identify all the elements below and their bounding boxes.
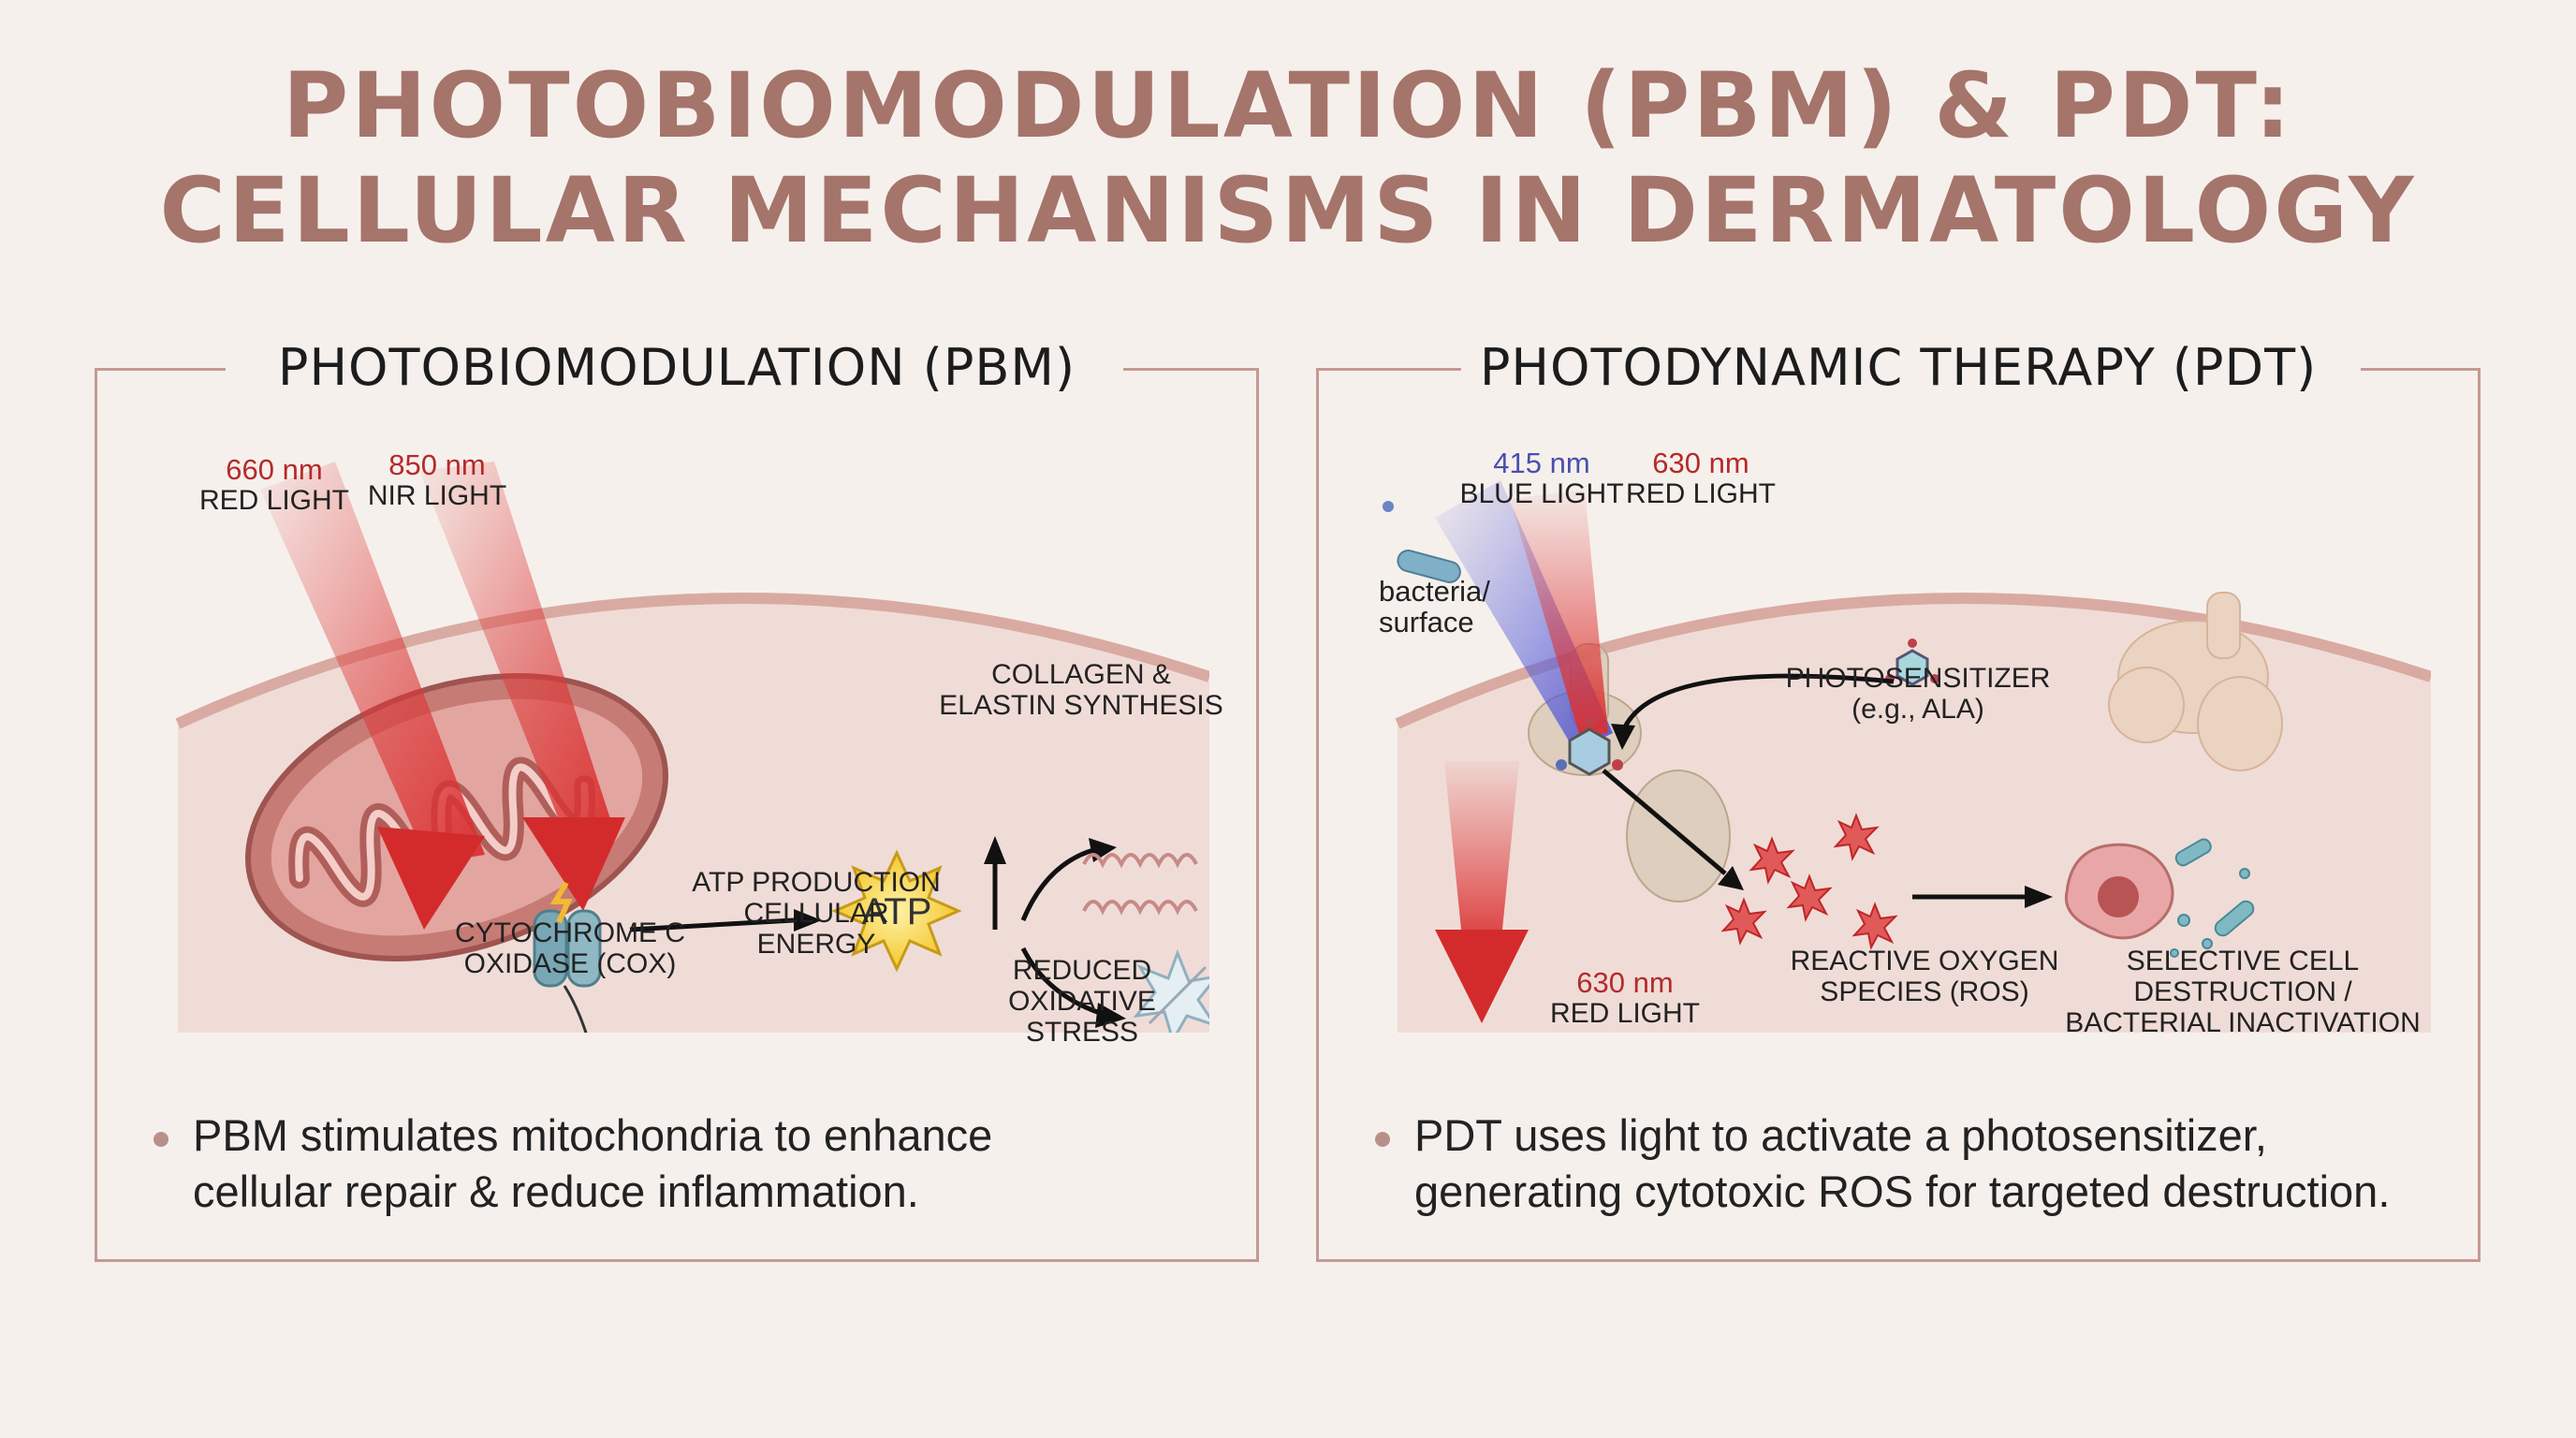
deep-red-text: RED LIGHT xyxy=(1549,998,1701,1029)
cox-label-line-1: CYTOCHROME C xyxy=(454,917,686,948)
pdt-red-light-wavelength: 630 nm xyxy=(1652,447,1749,479)
oxidative-label-line-2: OXIDATIVE xyxy=(1008,986,1156,1017)
oxidative-burst xyxy=(1133,948,1209,1033)
atp-production-label: ATP PRODUCTION CELLULAR ENERGY xyxy=(692,867,941,960)
pbm-summary-line-2: cellular repair & reduce inflammation. xyxy=(193,1167,919,1216)
pbm-illustration: ATP xyxy=(148,424,1209,1033)
atp-label-line-2: CELLULAR xyxy=(743,898,889,929)
collagen-label: COLLAGEN & ELASTIN SYNTHESIS xyxy=(939,659,1222,721)
bacteria-label-line-2: surface xyxy=(1379,606,1474,638)
ros-label: REACTIVE OXYGEN SPECIES (ROS) xyxy=(1791,946,2059,1007)
collagen-label-line-2: ELASTIN SYNTHESIS xyxy=(939,690,1223,721)
atp-star: ATP xyxy=(831,849,962,973)
atp-label-line-3: ENERGY xyxy=(756,929,876,960)
atp-badge-label: ATP xyxy=(862,891,932,932)
pdt-summary-line-2: generating cytotoxic ROS for targeted de… xyxy=(1414,1167,2391,1216)
bacteria-surface-label: bacteria/ surface xyxy=(1379,576,1490,638)
pbm-summary-line-1: PBM stimulates mitochondria to enhance xyxy=(193,1110,993,1160)
arrow-to-oxidative xyxy=(1020,946,1104,1017)
skin-gland-right xyxy=(2108,592,2283,771)
blue-light-wavelength: 415 nm xyxy=(1493,447,1590,479)
pdt-diagram-svg xyxy=(1383,480,2431,1033)
arrow-to-ros xyxy=(1602,769,1727,875)
ros-label-line-1: REACTIVE OXYGEN xyxy=(1790,946,2059,976)
pdt-panel: PHOTODYNAMIC THERAPY (PDT) xyxy=(1316,338,2481,1262)
pdt-heading: PHOTODYNAMIC THERAPY (PDT) xyxy=(1479,338,2318,397)
photosensitizer-label: PHOTOSENSITIZER (e.g., ALA) xyxy=(1786,663,2051,725)
destruction-label-line-3: BACTERIAL INACTIVATION xyxy=(2065,1007,2421,1038)
atp-label-line-1: ATP PRODUCTION xyxy=(692,867,941,898)
arrow-to-atp xyxy=(629,917,795,932)
destruction-label-line-2: DESTRUCTION / xyxy=(2133,976,2352,1007)
nir-light-label: 850 nm NIR LIGHT xyxy=(368,449,506,511)
cox-label-line-2: OXIDASE (COX) xyxy=(463,948,677,979)
red-light-beam xyxy=(260,462,485,864)
red-light-wavelength: 660 nm xyxy=(226,453,323,486)
pdt-red-light-text: RED LIGHT xyxy=(1625,478,1777,509)
main-title-line-2: CELLULAR MECHANISMS IN DERMATOLOGY xyxy=(159,158,2417,263)
pdt-illustration xyxy=(1369,424,2431,1033)
pbm-diagram-svg: ATP xyxy=(175,462,1209,1033)
pdt-summary: PDT uses light to activate a photosensit… xyxy=(1375,1108,2390,1220)
surface-bacterium-icon xyxy=(1383,501,1461,583)
bullet-dot xyxy=(1375,1132,1390,1147)
nir-light-wavelength: 850 nm xyxy=(388,448,486,481)
red-light-text: RED LIGHT xyxy=(198,485,350,516)
photosensitizer-label-line-1: PHOTOSENSITIZER xyxy=(1785,663,2051,694)
photosensitizer-arrow xyxy=(1619,673,1895,734)
cox-protein xyxy=(533,881,602,988)
cox-pointer xyxy=(563,985,588,1033)
pbm-skin-surface xyxy=(175,593,1209,729)
oxidative-label-line-1: REDUCED xyxy=(1012,955,1152,986)
cox-label: CYTOCHROME C OXIDASE (COX) xyxy=(455,917,685,979)
destruction-label: SELECTIVE CELL DESTRUCTION / BACTERIAL I… xyxy=(2065,946,2421,1038)
deep-red-light-label: 630 nm RED LIGHT xyxy=(1550,967,1700,1029)
pbm-summary: PBM stimulates mitochondria to enhance c… xyxy=(154,1108,992,1220)
pdt-red-light-label: 630 nm RED LIGHT xyxy=(1626,448,1776,509)
nir-light-arrowhead xyxy=(522,817,625,911)
blue-light-label: 415 nm BLUE LIGHT xyxy=(1459,448,1623,509)
main-title-line-1: PHOTOBIOMODULATION (PBM) & PDT: xyxy=(282,53,2294,158)
surface-red-light-beam xyxy=(1510,490,1608,738)
pbm-panel: PHOTOBIOMODULATION (PBM) xyxy=(95,338,1259,1262)
destroyed-cell xyxy=(2064,843,2174,940)
ros-bursts xyxy=(1720,813,1898,950)
ros-label-line-2: SPECIES (ROS) xyxy=(1820,976,2029,1007)
deep-red-light-beam xyxy=(1444,761,1519,948)
photosensitizer-molecule xyxy=(1556,716,1623,776)
red-light-arrowhead xyxy=(377,827,485,930)
bacteria-label-line-1: bacteria/ xyxy=(1379,575,1490,608)
pdt-summary-line-1: PDT uses light to activate a photosensit… xyxy=(1414,1110,2267,1160)
nir-light-beam xyxy=(419,462,616,845)
bacteria-fragments xyxy=(2170,838,2255,958)
nir-light-text: NIR LIGHT xyxy=(367,480,507,511)
collagen-fibers xyxy=(1082,853,1198,916)
arrow-to-collagen xyxy=(1020,847,1094,921)
red-light-label: 660 nm RED LIGHT xyxy=(199,454,349,516)
pbm-heading: PHOTOBIOMODULATION (PBM) xyxy=(277,338,1076,397)
oxidative-label-line-3: STRESS xyxy=(1025,1017,1139,1048)
blue-light-text: BLUE LIGHT xyxy=(1459,478,1624,509)
photosensitizer-label-line-2: (e.g., ALA) xyxy=(1852,694,1984,725)
deep-red-arrowhead xyxy=(1435,930,1529,1023)
oxidative-stress-label: REDUCED OXIDATIVE STRESS xyxy=(1008,955,1156,1048)
bullet-dot xyxy=(154,1132,168,1147)
destruction-label-line-1: SELECTIVE CELL xyxy=(2126,946,2360,976)
collagen-label-line-1: COLLAGEN & xyxy=(991,659,1171,690)
deep-red-wavelength: 630 nm xyxy=(1576,966,1674,999)
